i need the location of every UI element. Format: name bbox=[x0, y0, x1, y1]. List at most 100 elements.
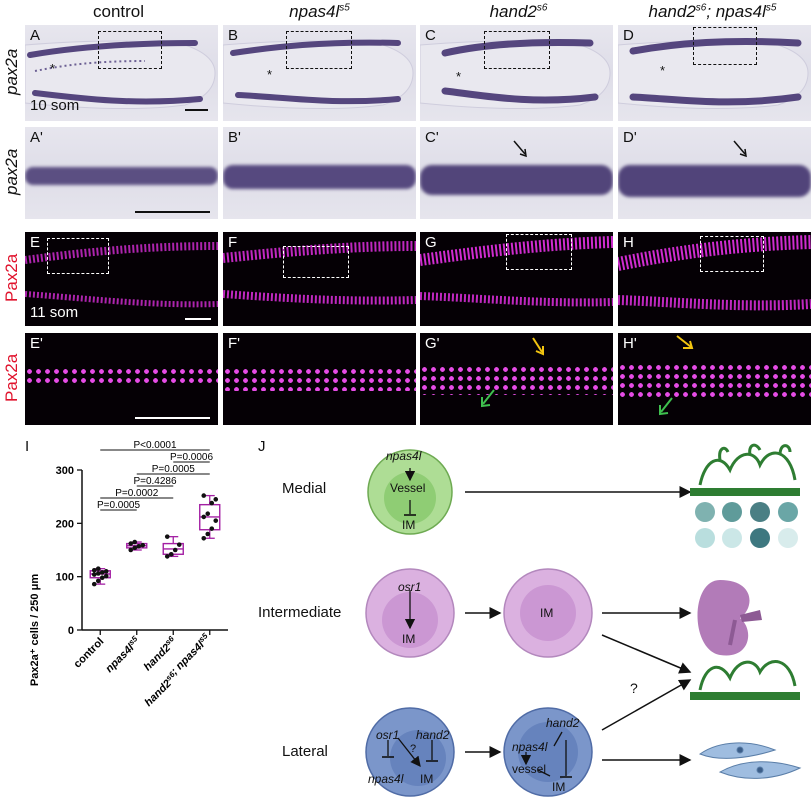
panel-A: A * 10 som bbox=[25, 25, 218, 121]
asterisk: * bbox=[660, 63, 666, 78]
panel-H-prime: H' bbox=[618, 333, 811, 425]
column-header-control: control bbox=[92, 2, 145, 21]
row-label-medial: Medial bbox=[282, 480, 327, 497]
stain-band bbox=[618, 165, 811, 197]
inset-box bbox=[98, 31, 162, 69]
row-label-pax2a-protein-1: Pax2a bbox=[2, 253, 21, 302]
data-point bbox=[201, 493, 207, 498]
p-value-label: P=0.0002 bbox=[115, 488, 159, 499]
green-arrow-icon bbox=[659, 397, 673, 416]
p-value-label: P<0.0001 bbox=[133, 440, 177, 451]
panel-label-J: J bbox=[258, 438, 266, 455]
data-point bbox=[168, 551, 174, 557]
node-im: IM bbox=[420, 772, 434, 786]
p-value-label: P=0.4286 bbox=[133, 476, 177, 487]
x-tick-label: control bbox=[72, 636, 107, 671]
panel-label-D-prime: D' bbox=[623, 129, 637, 146]
panel-G-prime: G' bbox=[420, 333, 613, 425]
data-point bbox=[103, 569, 109, 574]
blood-cells-icon bbox=[695, 502, 798, 548]
row-label-pax2a-2: pax2a bbox=[2, 148, 21, 195]
inset-box bbox=[286, 31, 352, 69]
data-point bbox=[91, 581, 97, 587]
p-value-label: P=0.0005 bbox=[152, 464, 196, 475]
panel-label-A-prime: A' bbox=[30, 129, 43, 146]
x-tick-label: npas4ls5 bbox=[102, 634, 143, 675]
stain-band bbox=[223, 165, 416, 189]
y-tick-label: 300 bbox=[56, 465, 74, 477]
panel-label-H-prime: H' bbox=[623, 335, 637, 352]
data-point bbox=[201, 514, 207, 520]
data-point bbox=[103, 573, 109, 579]
vasculature-icon bbox=[690, 660, 800, 700]
data-point bbox=[213, 518, 219, 523]
data-point bbox=[201, 535, 207, 541]
inset-box bbox=[484, 31, 550, 69]
data-point bbox=[132, 545, 138, 551]
gene-osr1: osr1 bbox=[398, 580, 422, 594]
panel-label-B-prime: B' bbox=[228, 129, 241, 146]
mesenchymal-cells-icon bbox=[698, 742, 802, 779]
scale-bar bbox=[185, 318, 211, 320]
inset-box bbox=[283, 246, 349, 278]
data-point bbox=[128, 541, 134, 546]
data-point bbox=[91, 572, 97, 577]
stain-band bbox=[420, 165, 613, 195]
data-point bbox=[172, 547, 178, 553]
nuclei-band bbox=[618, 363, 811, 399]
gene-npas4l: npas4l bbox=[368, 772, 404, 786]
node-im: IM bbox=[402, 632, 416, 646]
nuclei-band bbox=[223, 367, 416, 391]
stage-label-11som: 11 som bbox=[30, 304, 79, 321]
inset-box bbox=[693, 27, 757, 65]
fluorescence-E bbox=[25, 242, 218, 308]
gene-hand2: hand2 bbox=[416, 728, 450, 742]
panel-label-F: F bbox=[228, 234, 238, 251]
column-header-hand2: hand2s6 bbox=[489, 2, 548, 21]
data-point bbox=[136, 543, 142, 549]
green-arrow-icon bbox=[481, 389, 495, 408]
panel-E: E 11 som bbox=[25, 232, 218, 326]
panel-A-prime: A' bbox=[25, 127, 218, 219]
data-point bbox=[99, 570, 105, 575]
fluorescence-H bbox=[618, 235, 811, 311]
column-header-npas4l: npas4ls5 bbox=[289, 2, 350, 21]
panel-D-prime: D' bbox=[618, 127, 811, 219]
inset-box bbox=[700, 236, 764, 272]
panel-G: G bbox=[420, 232, 613, 326]
gene-hand2: hand2 bbox=[546, 716, 580, 730]
row-label-pax2a-1: pax2a bbox=[2, 48, 21, 95]
panel-label-G-prime: G' bbox=[425, 335, 440, 352]
scale-bar bbox=[185, 109, 208, 111]
panel-F-prime: F' bbox=[223, 333, 416, 425]
panel-F: F bbox=[223, 232, 416, 326]
scale-bar bbox=[135, 211, 210, 213]
y-tick-label: 100 bbox=[56, 572, 74, 584]
panel-C-prime: C' bbox=[420, 127, 613, 219]
y-tick-label: 0 bbox=[68, 625, 74, 637]
row-label-pax2a-protein-2: Pax2a bbox=[2, 353, 21, 402]
gene-npas4l: npas4l bbox=[512, 740, 548, 754]
panel-label-G: G bbox=[425, 234, 437, 251]
stain-band bbox=[25, 167, 218, 185]
column-header-double: hand2s6; npas4ls5 bbox=[648, 2, 777, 21]
data-point bbox=[95, 578, 101, 584]
data-point bbox=[128, 547, 134, 553]
panel-C: C * bbox=[420, 25, 613, 121]
asterisk: * bbox=[267, 67, 273, 82]
panel-label-E: E bbox=[30, 234, 41, 251]
data-point bbox=[99, 575, 105, 581]
pax2a-count-chart: Pax2a⁺ cells / 250 μm 0100200300controln… bbox=[29, 440, 228, 709]
panel-label-A: A bbox=[30, 27, 41, 44]
data-point bbox=[91, 567, 97, 573]
data-point bbox=[140, 542, 146, 548]
y-tick-label: 200 bbox=[56, 518, 74, 530]
embryo-stain-C bbox=[420, 38, 611, 110]
gene-npas4l: npas4l bbox=[386, 449, 422, 463]
fluorescence-G bbox=[420, 236, 613, 307]
node-im: IM bbox=[540, 606, 554, 620]
black-arrow-icon bbox=[513, 140, 527, 158]
question-mark: ? bbox=[410, 743, 417, 755]
panel-label-C: C bbox=[425, 27, 436, 44]
node-im: IM bbox=[552, 780, 566, 794]
